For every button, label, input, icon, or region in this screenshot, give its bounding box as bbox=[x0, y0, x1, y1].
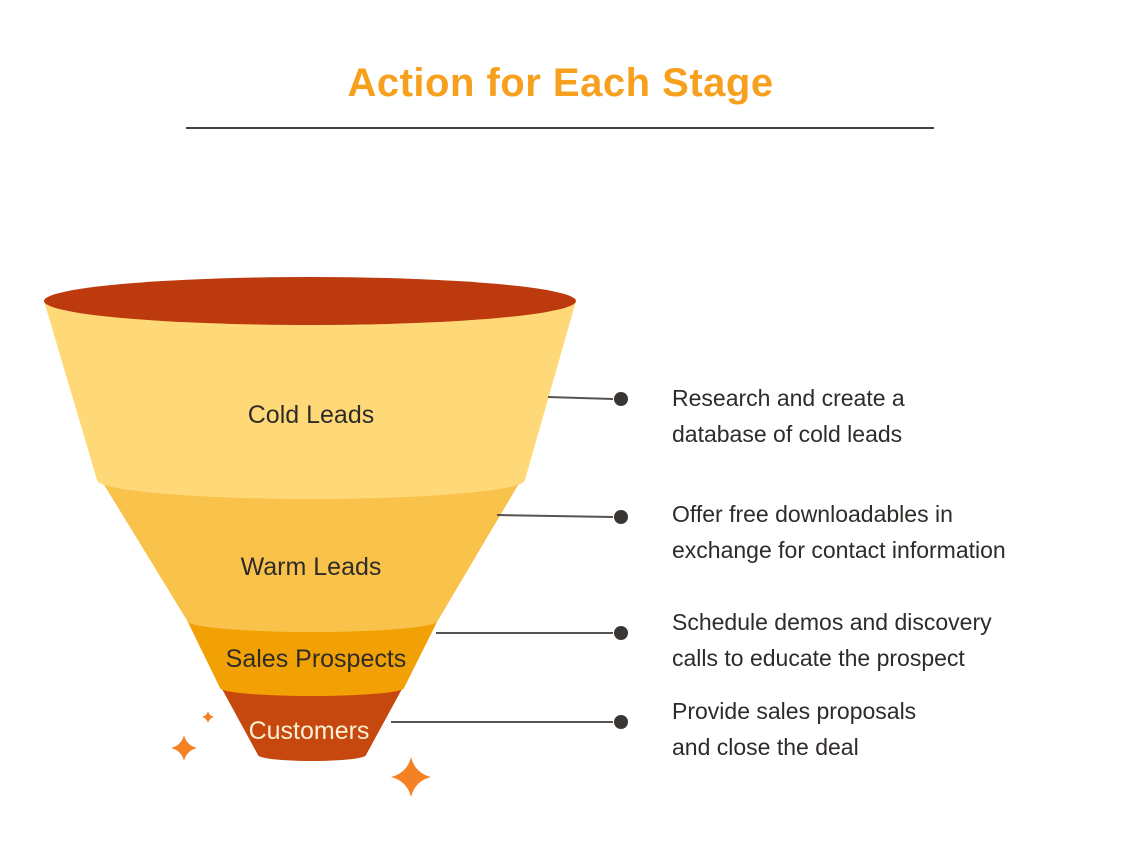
annotation-customers: Provide sales proposals and close the de… bbox=[672, 693, 916, 765]
connector-line-warm-leads bbox=[496, 514, 614, 518]
annotation-line: calls to educate the prospect bbox=[672, 645, 965, 671]
funnel-stage-label-warm-leads: Warm Leads bbox=[241, 553, 382, 581]
funnel-stage-warm-leads bbox=[95, 470, 527, 633]
annotation-line: Research and create a bbox=[672, 385, 905, 411]
sparkle-icon bbox=[391, 757, 431, 797]
funnel-stage-label-sales-prospects: Sales Prospects bbox=[226, 645, 407, 673]
connector-line-cold-leads bbox=[547, 396, 614, 400]
annotation-warm-leads: Offer free downloadables in exchange for… bbox=[672, 496, 1006, 568]
annotation-line: Schedule demos and discovery bbox=[672, 609, 992, 635]
funnel-stage-label-cold-leads: Cold Leads bbox=[248, 401, 374, 429]
funnel-top-opening bbox=[44, 277, 576, 325]
annotation-sales-prospects: Schedule demos and discovery calls to ed… bbox=[672, 604, 992, 676]
funnel-stage-customers bbox=[216, 678, 408, 761]
funnel-stage-label-customers: Customers bbox=[249, 717, 370, 745]
connector-dot-cold-leads bbox=[614, 392, 628, 406]
annotation-line: exchange for contact information bbox=[672, 537, 1006, 563]
annotation-line: database of cold leads bbox=[672, 421, 903, 447]
sparkle-icon bbox=[171, 735, 197, 761]
sparkle-icon bbox=[202, 711, 214, 723]
title-underline bbox=[186, 127, 934, 129]
annotation-line: Offer free downloadables in bbox=[672, 501, 953, 527]
connector-dot-sales-prospects bbox=[614, 626, 628, 640]
page-title: Action for Each Stage bbox=[347, 61, 774, 105]
connector-dot-warm-leads bbox=[614, 510, 628, 524]
funnel-stage-sales-prospects bbox=[183, 612, 442, 696]
funnel-stage-cold-leads bbox=[44, 301, 576, 499]
connector-dot-customers bbox=[614, 715, 628, 729]
annotation-line: and close the deal bbox=[672, 734, 859, 760]
annotation-cold-leads: Research and create a database of cold l… bbox=[672, 380, 905, 452]
annotation-line: Provide sales proposals bbox=[672, 698, 917, 724]
